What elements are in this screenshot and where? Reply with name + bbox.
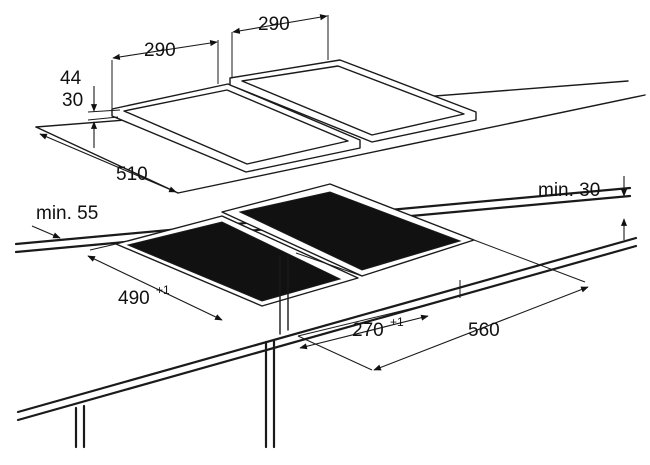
label-min-edge: min. 55: [36, 203, 98, 224]
label-cutout-width-tolerance: +1: [390, 315, 404, 329]
label-thickness-44: 44: [60, 68, 82, 89]
label-top-right-width: 290: [258, 14, 290, 35]
dimension-top-right: 290: [231, 14, 329, 78]
dimension-thickness: 44 30: [60, 68, 121, 148]
label-depth: 510: [116, 164, 148, 185]
label-total-width: 560: [468, 320, 500, 341]
upper-hob-right: [229, 59, 477, 143]
dimension-total-width: 560: [373, 286, 589, 371]
dimension-cutout-depth: 490 +1: [87, 255, 223, 321]
dimension-top-left: 290: [111, 40, 219, 109]
dimension-min-edge: min. 55: [31, 203, 98, 239]
label-thickness-30: 30: [62, 90, 83, 111]
label-cutout-depth: 490: [118, 288, 150, 309]
lower-hob-left: [115, 215, 359, 307]
divider-post: [279, 255, 289, 335]
label-top-left-width: 290: [144, 40, 176, 61]
dimension-depth: 510: [39, 133, 177, 193]
label-min-front: min. 30: [538, 180, 600, 201]
label-cutout-depth-tolerance: +1: [156, 283, 170, 297]
dimension-min-front: min. 30: [538, 176, 628, 240]
dimension-cutout-width: 270 +1: [299, 314, 429, 350]
label-cutout-width: 270: [352, 320, 384, 341]
upper-hob-left: [111, 83, 361, 173]
